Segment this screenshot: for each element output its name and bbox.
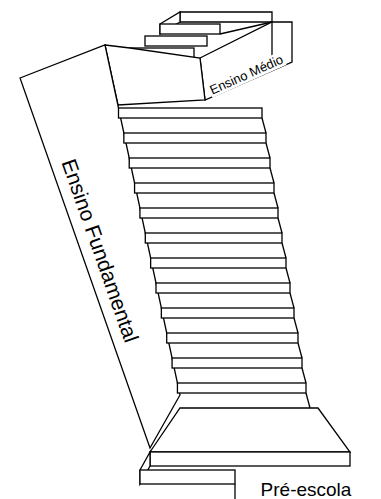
stair-edge [262,118,266,133]
stair-step [129,158,270,168]
upper-step [160,24,220,34]
stair-step [151,258,286,268]
stair-step [161,308,294,318]
stair-edge [266,143,270,158]
stair-edge [270,168,274,183]
stage-label: Pré-escola [260,480,353,499]
stair-step [156,283,290,293]
stair-step [167,333,298,343]
stair-edge [306,393,310,408]
stair-edge [302,368,306,383]
stair-step [145,233,282,243]
stair-edge [290,293,294,308]
stair-edge [286,268,290,283]
stair-edge [282,243,286,258]
stage-label-text: Pré-escola [260,479,353,499]
landing-face [200,22,292,100]
top-platform [180,12,272,22]
stair-edge [278,218,282,233]
stair-edge [274,193,278,208]
upper-step [145,36,207,46]
lower-edge [234,484,235,499]
bottom-landing [150,408,350,452]
stair-step [140,208,278,218]
stair-step [177,383,306,393]
stair-step [119,108,263,118]
stair-edge [298,343,302,358]
lower-step [140,470,235,484]
lower-step [150,452,350,466]
stair-edge [294,318,298,333]
stair-step [172,358,302,368]
side-wall [20,45,180,448]
stair-step [124,133,266,143]
stair-step [135,183,274,193]
landing-top [105,45,205,105]
